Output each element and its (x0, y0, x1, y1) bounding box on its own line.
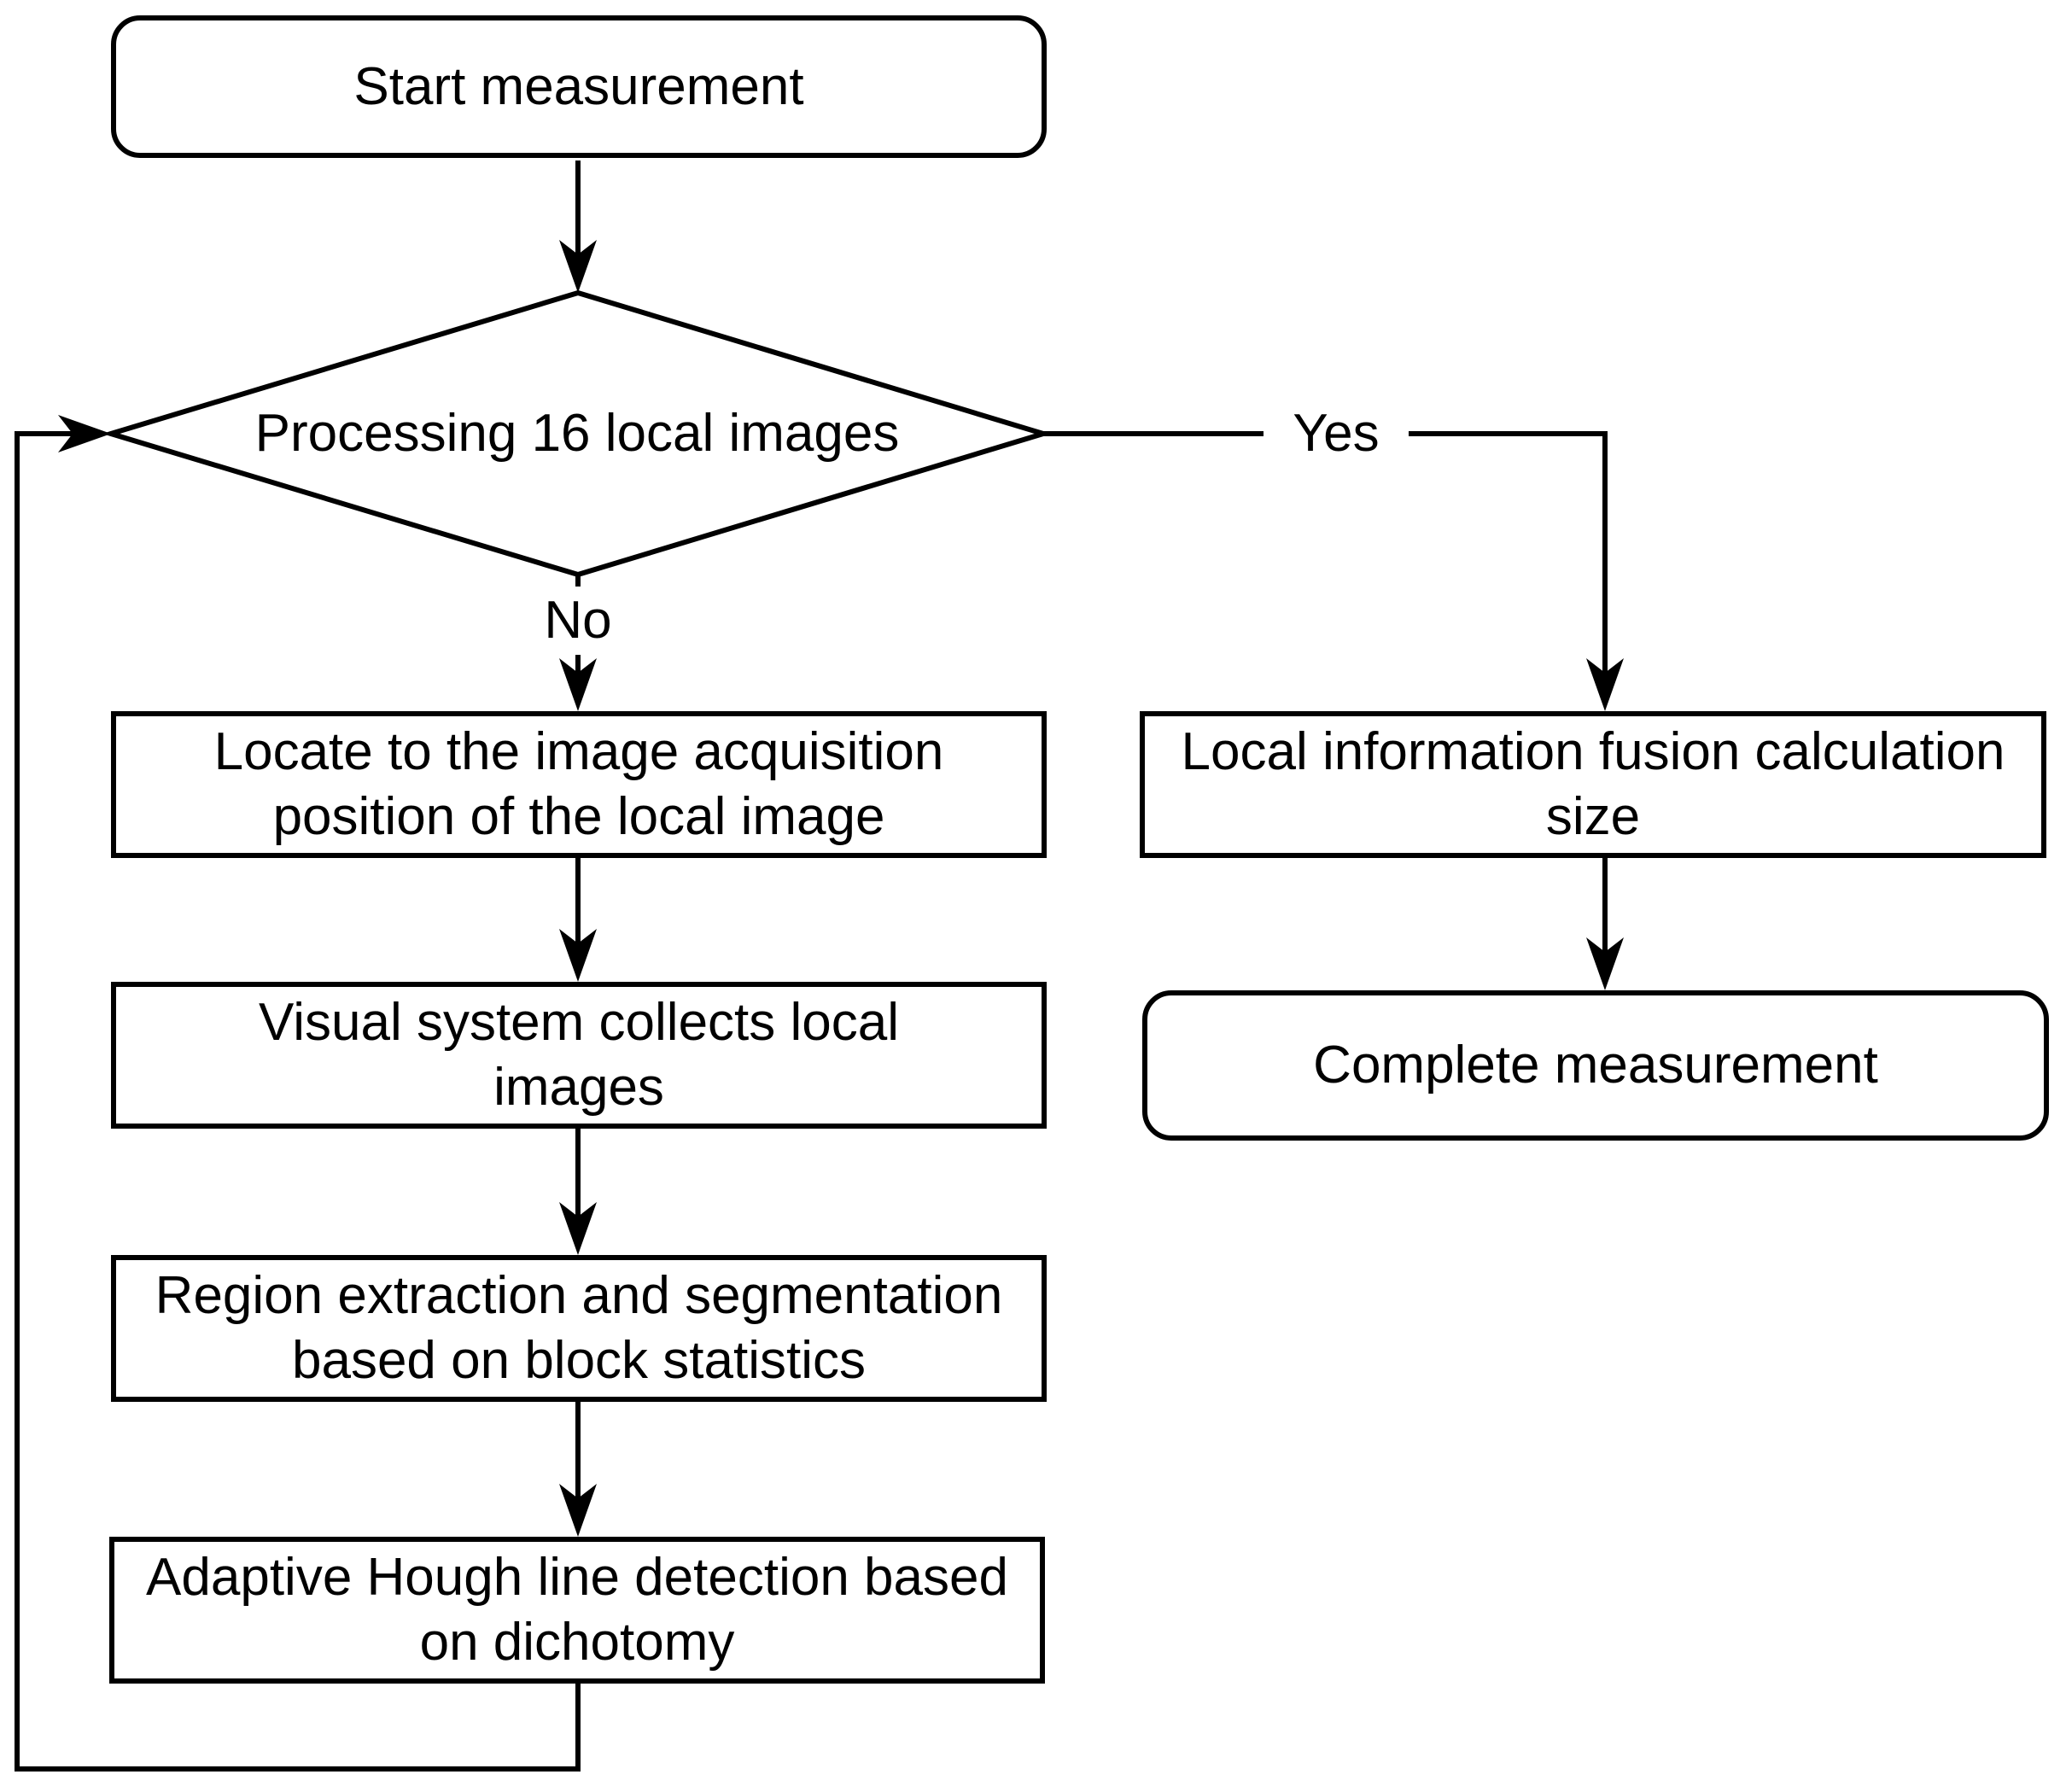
edge-locate-to-visual (559, 858, 597, 982)
node-decision-label: Processing 16 local images (254, 403, 900, 463)
edge-visual-to-region (559, 1129, 597, 1255)
edge-fusion-to-complete (1586, 858, 1624, 990)
arrowhead-down-icon (559, 1202, 597, 1255)
node-region: Region extraction and segmentation based… (111, 1255, 1047, 1402)
arrowhead-down-icon (559, 658, 597, 711)
arrowhead-down-icon (559, 929, 597, 982)
node-hough: Adaptive Hough line detection based on d… (109, 1537, 1045, 1684)
arrowhead-right-icon (58, 415, 111, 452)
arrowhead-down-icon (559, 240, 597, 293)
node-start-label: Start measurement (353, 56, 804, 116)
arrowhead-down-icon (1586, 658, 1624, 711)
node-fusion: Local information fusion calculation siz… (1140, 711, 2046, 858)
node-visual: Visual system collects local images (111, 982, 1047, 1129)
node-hough-label: Adaptive Hough line detection based on d… (146, 1548, 1008, 1672)
node-locate: Locate to the image acquisition position… (111, 711, 1047, 858)
node-start: Start measurement (111, 15, 1047, 158)
node-decision: Processing 16 local images (111, 293, 1043, 575)
edge-label-no: No (518, 587, 638, 655)
node-complete: Complete measurement (1142, 990, 2049, 1141)
edge-label-yes-text: Yes (1293, 404, 1380, 463)
node-region-label: Region extraction and segmentation based… (155, 1266, 1003, 1390)
edge-start-to-decision (559, 161, 597, 293)
edge-label-no-text: No (544, 591, 612, 650)
node-complete-label: Complete measurement (1313, 1036, 1878, 1095)
node-locate-label: Locate to the image acquisition position… (213, 722, 944, 846)
edge-label-yes: Yes (1264, 398, 1409, 470)
edge-hough-loop-to-decision (15, 415, 581, 1772)
arrowhead-down-icon (1586, 937, 1624, 990)
node-fusion-label: Local information fusion calculation siz… (1181, 722, 2005, 846)
edge-region-to-hough (559, 1402, 597, 1537)
edge-decision-to-fusion (1043, 431, 1624, 711)
node-visual-label: Visual system collects local images (258, 993, 900, 1117)
arrowhead-down-icon (559, 1484, 597, 1537)
